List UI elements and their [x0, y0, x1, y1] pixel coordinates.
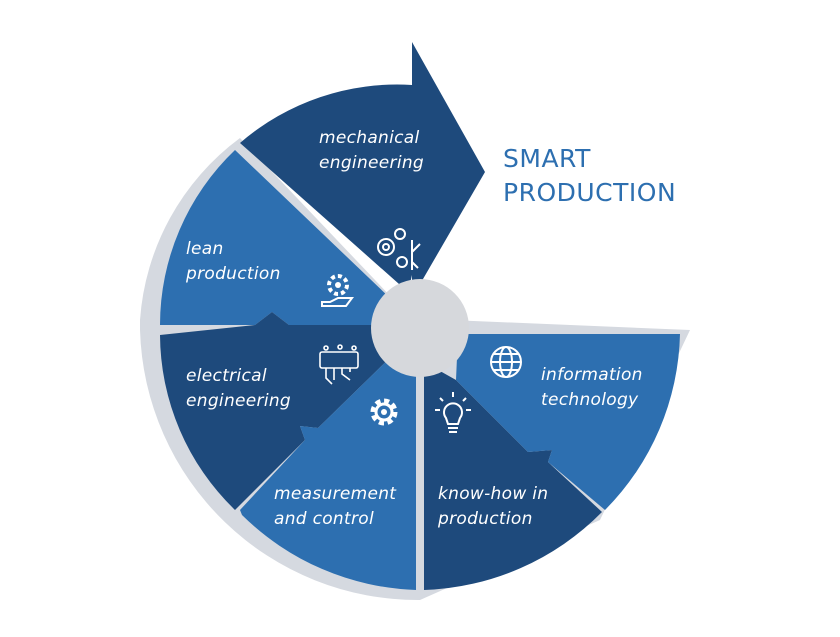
label-information-technology: information technology: [541, 365, 643, 410]
label-know-how-in-production: know-how in production: [438, 484, 549, 529]
circuit-board-icon: [319, 344, 359, 385]
segment-electrical: [160, 312, 400, 510]
segment-mechanical: [240, 42, 485, 298]
segment-information: [456, 334, 680, 510]
globe-network-icon: [490, 346, 522, 378]
gears-circuit-icon: [377, 228, 421, 270]
label-electrical-engineering: electrical engineering: [186, 366, 292, 411]
label-lean-production: lean production: [186, 239, 281, 284]
segment-knowhow: [424, 362, 602, 590]
center-hub: [371, 279, 469, 377]
lightbulb-icon: [435, 392, 471, 433]
segment-lean: [160, 150, 413, 325]
label-mechanical-engineering: mechanical engineering: [319, 128, 425, 173]
label-measurement-and-control: measurement and control: [274, 484, 397, 529]
gear-in-hand-icon: [321, 274, 354, 307]
gear-icon: [370, 398, 398, 426]
diagram-title: SMART PRODUCTION: [503, 144, 677, 207]
